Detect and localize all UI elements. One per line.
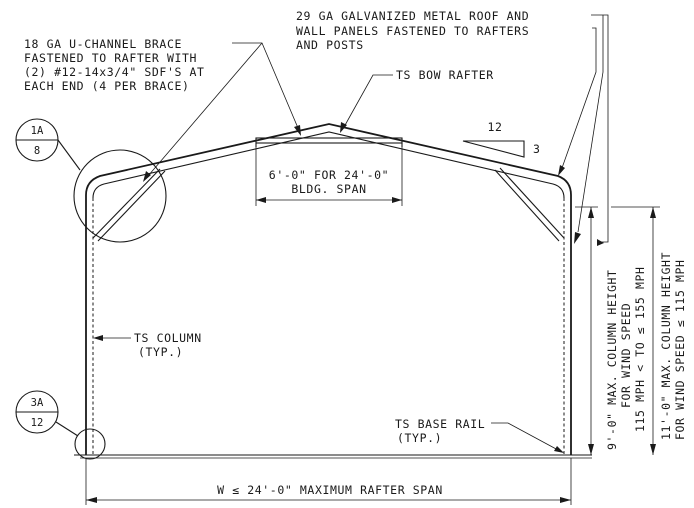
svg-text:TS BASE RAIL: TS BASE RAIL — [395, 417, 485, 431]
ridge-brace — [255, 137, 403, 147]
callout-leader-1a — [57, 139, 81, 171]
left-column — [85, 195, 94, 455]
callout-sheet-number: 8 — [34, 145, 40, 157]
dimension-rafter-span: W ≤ 24'-0" MAXIMUM RAFTER SPAN — [85, 458, 572, 505]
svg-text:W ≤ 24'-0" MAXIMUM RAFTER SPAN: W ≤ 24'-0" MAXIMUM RAFTER SPAN — [217, 483, 443, 497]
dimension-column-height-9ft: 9'-0" MAX. COLUMN HEIGHT FOR WIND SPEED … — [575, 206, 647, 455]
svg-text:WALL PANELS FASTENED TO RAFTER: WALL PANELS FASTENED TO RAFTERS — [296, 24, 529, 38]
svg-text:29 GA GALVANIZED METAL ROOF AN: 29 GA GALVANIZED METAL ROOF AND — [296, 9, 529, 23]
left-corner-brace — [92, 168, 166, 242]
callout-leader-3a — [55, 421, 79, 437]
detail-circle-eave — [73, 149, 167, 243]
label-ts-column: TS COLUMN (TYP.) — [93, 331, 202, 359]
svg-text:(2) #12-14x3/4" SDF'S AT: (2) #12-14x3/4" SDF'S AT — [24, 65, 205, 79]
svg-text:9'-0" MAX. COLUMN HEIGHT: 9'-0" MAX. COLUMN HEIGHT — [605, 269, 619, 450]
label-bow-rafter: TS BOW RAFTER — [340, 68, 494, 133]
callout-detail-number: 1A — [31, 125, 44, 137]
detail-circle-base — [74, 428, 106, 460]
callout-1a-8[interactable]: 1A 8 — [15, 118, 59, 162]
label-ts-base-rail: TS BASE RAIL (TYP.) — [395, 417, 564, 453]
svg-text:(TYP.): (TYP.) — [138, 345, 183, 359]
slope-rise: 3 — [533, 142, 541, 156]
svg-text:EACH END (4 PER BRACE): EACH END (4 PER BRACE) — [24, 79, 190, 93]
callout-detail-number: 3A — [31, 397, 44, 409]
svg-text:FOR WIND SPEED ≤ 115 MPH: FOR WIND SPEED ≤ 115 MPH — [673, 259, 687, 440]
svg-text:FOR WIND SPEED: FOR WIND SPEED — [619, 303, 633, 408]
slope-run: 12 — [487, 120, 502, 134]
bow-rafter — [85, 123, 572, 199]
svg-text:AND POSTS: AND POSTS — [296, 38, 364, 52]
label-roof-wall-panels: 29 GA GALVANIZED METAL ROOF AND WALL PAN… — [296, 9, 609, 246]
svg-text:6'-0" FOR 24'-0": 6'-0" FOR 24'-0" — [269, 168, 389, 182]
right-column — [563, 195, 572, 455]
svg-text:115 MPH < TO ≤ 155 MPH: 115 MPH < TO ≤ 155 MPH — [633, 266, 647, 432]
label-u-channel-brace: 18 GA U-CHANNEL BRACE FASTENED TO RAFTER… — [24, 37, 301, 182]
svg-text:(TYP.): (TYP.) — [397, 431, 442, 445]
dimension-column-height-11ft: 11'-0" MAX. COLUMN HEIGHT FOR WIND SPEED… — [611, 206, 687, 455]
base-rail — [74, 454, 592, 459]
right-corner-brace — [494, 167, 565, 242]
svg-text:11'-0" MAX. COLUMN HEIGHT: 11'-0" MAX. COLUMN HEIGHT — [659, 252, 673, 440]
svg-text:FASTENED TO RAFTER WITH: FASTENED TO RAFTER WITH — [24, 51, 197, 65]
dimension-ridge-brace: 6'-0" FOR 24'-0" BLDG. SPAN — [255, 147, 403, 206]
svg-text:TS COLUMN: TS COLUMN — [134, 331, 202, 345]
svg-text:BLDG. SPAN: BLDG. SPAN — [291, 182, 366, 196]
roof-slope-indicator: 12 3 — [462, 120, 541, 158]
callout-3a-12[interactable]: 3A 12 — [15, 390, 59, 434]
svg-text:18 GA U-CHANNEL BRACE: 18 GA U-CHANNEL BRACE — [24, 37, 182, 51]
svg-text:TS BOW RAFTER: TS BOW RAFTER — [396, 68, 494, 82]
callout-sheet-number: 12 — [31, 417, 44, 429]
